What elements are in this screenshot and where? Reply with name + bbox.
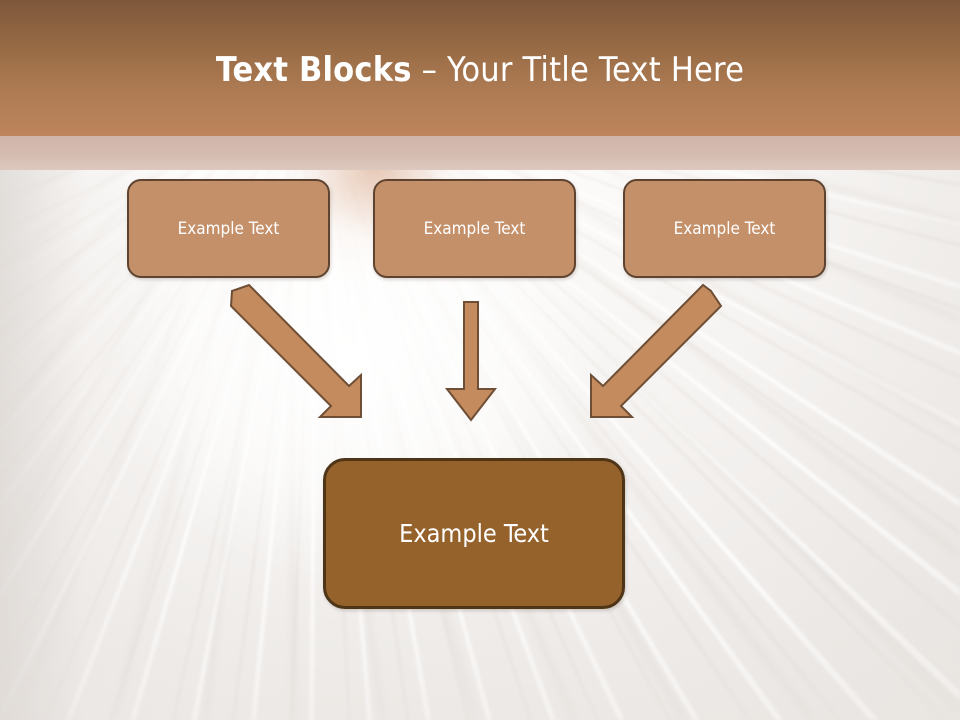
text-block-summary-label: Example Text bbox=[399, 519, 549, 548]
text-block-3[interactable]: Example Text bbox=[623, 179, 826, 278]
page-title-light: Your Title Text Here bbox=[447, 50, 745, 90]
page-title-separator: – bbox=[411, 50, 447, 90]
text-block-1-label: Example Text bbox=[177, 218, 280, 239]
page-title-bold: Text Blocks bbox=[215, 50, 412, 90]
text-block-summary[interactable]: Example Text bbox=[323, 458, 625, 609]
header-band: Text Blocks – Your Title Text Here bbox=[0, 0, 960, 136]
text-block-2[interactable]: Example Text bbox=[373, 179, 576, 278]
text-block-3-label: Example Text bbox=[673, 218, 776, 239]
header-accent-band bbox=[0, 136, 960, 170]
text-block-1[interactable]: Example Text bbox=[127, 179, 330, 278]
page-title: Text Blocks – Your Title Text Here bbox=[0, 50, 960, 90]
text-block-2-label: Example Text bbox=[423, 218, 526, 239]
